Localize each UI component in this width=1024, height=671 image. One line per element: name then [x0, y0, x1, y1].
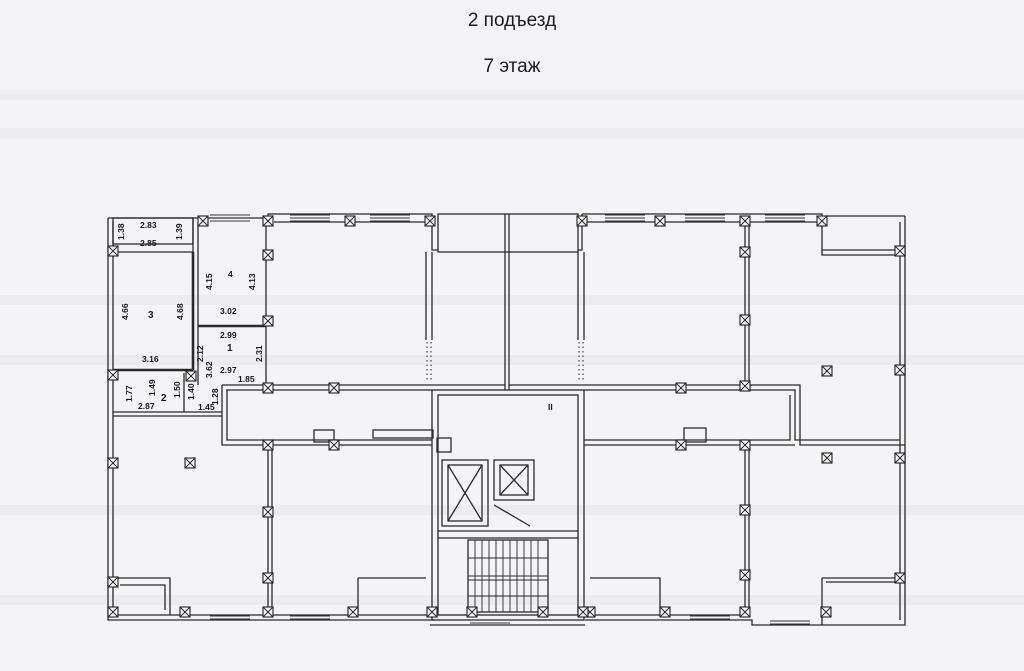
scan-bleed-through: [0, 505, 1024, 515]
dim-2-83: 2.83: [140, 220, 157, 230]
dim-2-97: 2.97: [220, 365, 237, 375]
dimension-labels: 2.83 2.85 1.38 1.39 4.66 4.68 3 3.16 4.1…: [116, 220, 553, 412]
stair-hall-label: II: [548, 402, 553, 412]
scan-bleed-through: [0, 128, 1024, 138]
scan-bleed-through: [0, 90, 1024, 100]
scan-bleed-through: [0, 295, 1024, 305]
dim-1-38: 1.38: [116, 223, 126, 240]
outer-walls: [107, 213, 906, 626]
room-1-label: 1: [227, 343, 233, 354]
corridor-walls: [221, 384, 905, 446]
scan-bleed-through: [0, 595, 1024, 605]
dim-4-13: 4.13: [247, 273, 257, 290]
room-4-label: 4: [228, 269, 233, 279]
dim-2-31: 2.31: [254, 345, 264, 362]
dim-3-16: 3.16: [142, 354, 159, 364]
elevator-shafts: [436, 437, 535, 527]
dim-1-85: 1.85: [238, 374, 255, 384]
dim-1-77: 1.77: [124, 385, 134, 402]
dim-2-85: 2.85: [140, 238, 157, 248]
stair-core-walls: [431, 389, 585, 621]
top-middle-walls: [425, 213, 585, 390]
dim-2-99: 2.99: [220, 330, 237, 340]
dim-3-02: 3.02: [220, 306, 237, 316]
dim-1-40: 1.40: [186, 383, 196, 400]
scan-bleed-through: [0, 355, 1024, 365]
partition-walls: [267, 218, 900, 615]
dim-2-12: 2.12: [195, 345, 205, 362]
room-2-label: 2: [161, 393, 167, 404]
apartment-left-rooms: [112, 217, 267, 417]
entrance-title: 2 подъезд: [467, 10, 557, 31]
floor-title: 7 этаж: [483, 56, 541, 77]
dim-4-66: 4.66: [120, 303, 130, 320]
balconies: [113, 577, 900, 625]
windows: [210, 214, 810, 625]
dim-4-68: 4.68: [175, 303, 185, 320]
dim-2-87: 2.87: [138, 401, 155, 411]
dim-1-50: 1.50: [172, 381, 182, 398]
dim-1-28: 1.28: [210, 388, 220, 405]
dim-1-45: 1.45: [198, 402, 215, 412]
room-3-label: 3: [148, 310, 154, 321]
dim-1-49: 1.49: [147, 379, 157, 396]
dim-1-39: 1.39: [174, 223, 184, 240]
dim-3-62: 3.62: [204, 361, 214, 378]
dim-4-15: 4.15: [204, 273, 214, 290]
staircase: [467, 539, 549, 613]
